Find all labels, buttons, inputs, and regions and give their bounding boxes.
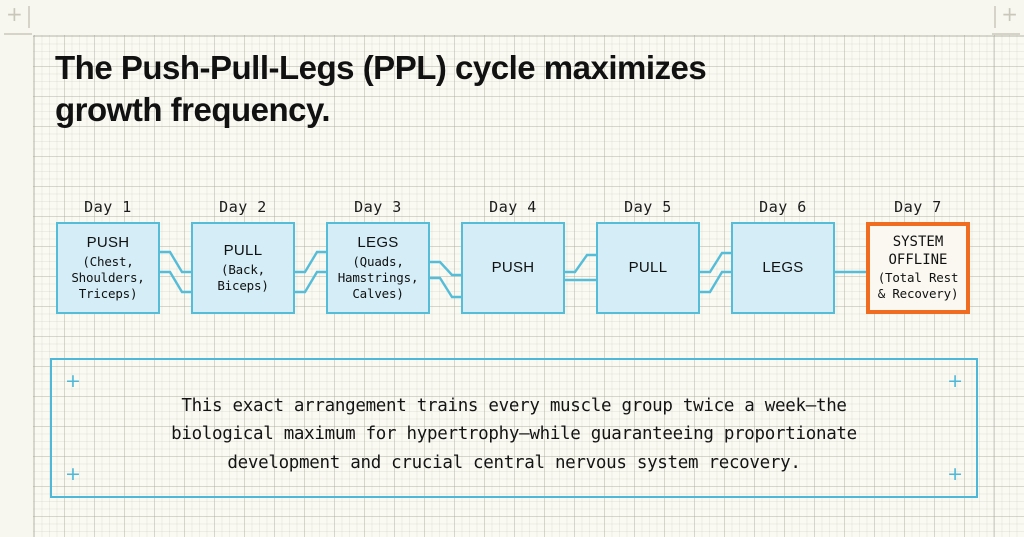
workout-day-node[interactable]: PUSH	[461, 222, 565, 314]
caption-box: + + + + This exact arrangement trains ev…	[50, 358, 978, 498]
workout-day-node[interactable]: LEGS(Quads,Hamstrings,Calves)	[326, 222, 430, 314]
node-title: LEGS	[762, 258, 804, 276]
caption-corner-plus-bottom-left-icon: +	[65, 463, 81, 485]
page-title-line-2: growth frequency.	[55, 90, 331, 128]
crop-mark-top-left-icon: +	[6, 2, 23, 26]
day-column: Day 2 PULL(Back,Biceps)	[191, 198, 295, 314]
node-detail: (Total Rest& Recovery)	[877, 269, 959, 301]
workout-day-node[interactable]: PULL(Back,Biceps)	[191, 222, 295, 314]
day-column: Day 3 LEGS(Quads,Hamstrings,Calves)	[326, 198, 430, 314]
node-title: PUSH	[86, 234, 130, 252]
caption-text: This exact arrangement trains every musc…	[52, 392, 976, 477]
crop-tick-vertical-left	[28, 6, 30, 28]
crop-tick-vertical-right	[994, 6, 996, 28]
day-column: Day 1 PUSH(Chest,Shoulders,Triceps)	[56, 198, 160, 314]
node-detail: (Quads,Hamstrings,Calves)	[337, 253, 419, 301]
caption-corner-plus-top-left-icon: +	[65, 370, 81, 392]
caption-corner-plus-top-right-icon: +	[947, 370, 963, 392]
day-label: Day 3	[354, 198, 402, 216]
day-label: Day 6	[759, 198, 807, 216]
workout-day-node[interactable]: LEGS	[731, 222, 835, 314]
day-label: Day 2	[219, 198, 267, 216]
day-label: Day 7	[894, 198, 942, 216]
node-detail: (Back,Biceps)	[217, 261, 269, 293]
node-title: PULL	[628, 258, 668, 276]
caption-line-2: biological maximum for hypertrophy—while…	[171, 424, 857, 445]
caption-line-3: development and crucial central nervous …	[227, 452, 801, 473]
day-column: Day 5 PULL	[596, 198, 700, 314]
caption-line-1: This exact arrangement trains every musc…	[181, 396, 847, 416]
workout-day-node[interactable]: PULL	[596, 222, 700, 314]
day-label: Day 5	[624, 198, 672, 216]
node-title: LEGS	[357, 234, 399, 252]
page-title-line-1: The Push-Pull-Legs (PPL) cycle maximizes	[55, 49, 707, 86]
day-label: Day 4	[489, 198, 537, 216]
page-title: The Push-Pull-Legs (PPL) cycle maximizes…	[55, 47, 885, 131]
node-detail: (Chest,Shoulders,Triceps)	[71, 253, 145, 301]
crop-tick-horizontal-right	[992, 33, 1020, 35]
day-label: Day 1	[84, 198, 132, 216]
node-title: PULL	[223, 242, 263, 260]
node-title: PUSH	[491, 258, 535, 276]
workout-day-node[interactable]: PUSH(Chest,Shoulders,Triceps)	[56, 222, 160, 314]
crop-mark-top-right-icon: +	[1001, 2, 1018, 26]
caption-corner-plus-bottom-right-icon: +	[947, 463, 963, 485]
day-column: Day 6 LEGS	[731, 198, 835, 314]
crop-tick-horizontal-left	[4, 33, 32, 35]
day-column: Day 4 PUSH	[461, 198, 565, 314]
